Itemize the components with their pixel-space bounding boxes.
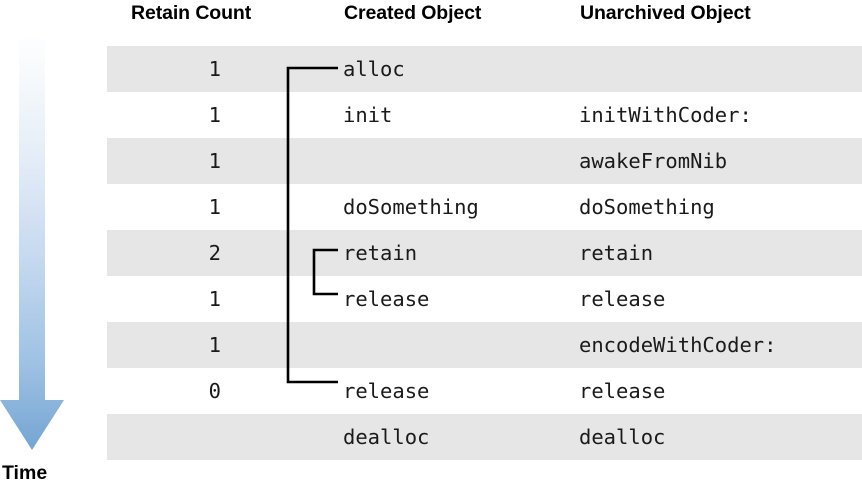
cell-created-object: doSomething [343, 195, 479, 219]
table-row: 1 alloc [107, 46, 862, 92]
cell-created-object: release [343, 379, 430, 403]
table-row: 1 release release [107, 276, 862, 322]
column-header-retain-count: Retain Count [131, 2, 252, 24]
time-axis-label: Time [2, 462, 48, 484]
cell-retain-count: 1 [208, 57, 221, 81]
cell-unarchived-object: dealloc [579, 425, 666, 449]
cell-created-object: alloc [343, 57, 405, 81]
table-row: dealloc dealloc [107, 414, 862, 460]
column-header-row: Retain Count Created Object Unarchived O… [0, 0, 862, 46]
cell-retain-count: 1 [208, 149, 221, 173]
cell-unarchived-object: awakeFromNib [579, 149, 728, 173]
cell-retain-count: 1 [208, 287, 221, 311]
column-header-unarchived-object: Unarchived Object [580, 2, 751, 24]
table-row: 1 awakeFromNib [107, 138, 862, 184]
lifecycle-table: 1 alloc 1 init initWithCoder: 1 awakeFromNib 1 d… [107, 46, 862, 460]
cell-retain-count: 1 [208, 195, 221, 219]
cell-retain-count: 0 [208, 379, 221, 403]
cell-retain-count: 1 [208, 333, 221, 357]
cell-retain-count [107, 414, 221, 460]
cell-created-object: retain [343, 241, 418, 265]
cell-unarchived-object: initWithCoder: [579, 103, 752, 127]
cell-retain-count: 2 [208, 241, 221, 265]
table-row: 1 doSomething doSomething [107, 184, 862, 230]
table-row: 1 init initWithCoder: [107, 92, 862, 138]
table-row: 0 release release [107, 368, 862, 414]
cell-unarchived-object: encodeWithCoder: [579, 333, 777, 357]
cell-created-object: release [343, 287, 430, 311]
cell-retain-count: 1 [208, 103, 221, 127]
column-header-created-object: Created Object [344, 2, 482, 24]
cell-created-object: dealloc [343, 425, 430, 449]
cell-created-object: init [343, 103, 393, 127]
table-row: 2 retain retain [107, 230, 862, 276]
cell-unarchived-object: retain [579, 241, 654, 265]
table-row: 1 encodeWithCoder: [107, 322, 862, 368]
cell-unarchived-object: release [579, 379, 666, 403]
cell-unarchived-object: doSomething [579, 195, 715, 219]
cell-unarchived-object: release [579, 287, 666, 311]
time-arrow-icon [0, 38, 64, 450]
